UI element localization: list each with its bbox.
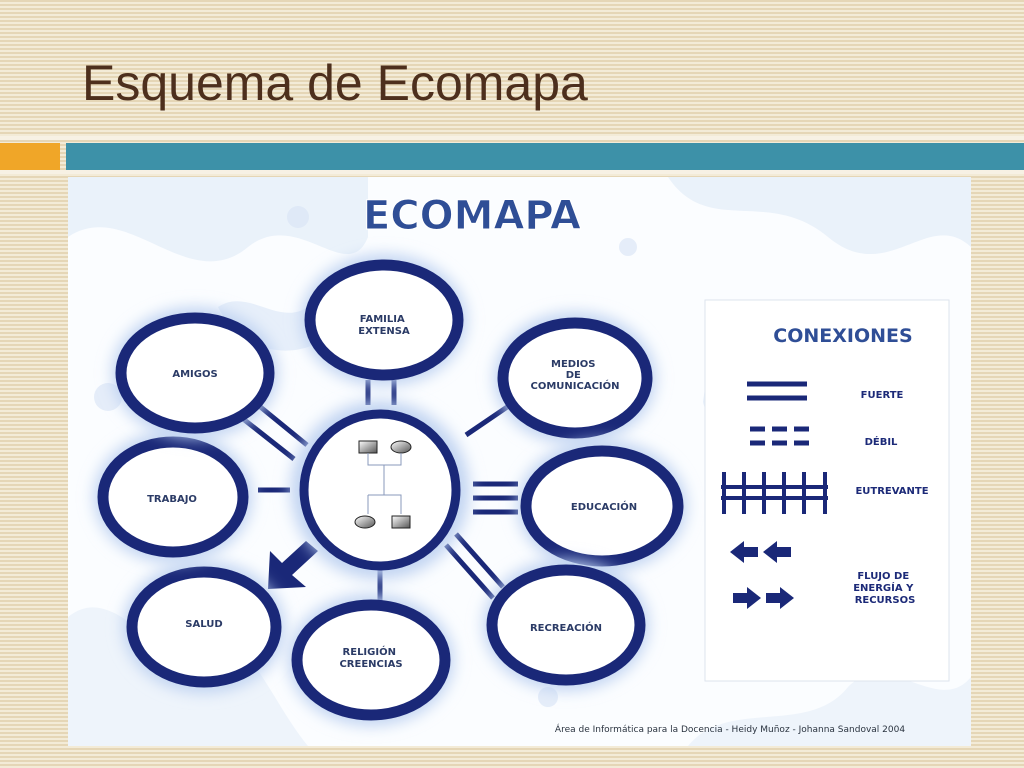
svg-text:RELIGIÓN CREENCIAS: RELIGIÓN CREENCIAS: [339, 645, 402, 670]
center-family: [285, 395, 475, 585]
connector-recreacion: [454, 532, 505, 589]
genogram-lines: [367, 453, 402, 514]
legend-label-debil: DÉBIL: [865, 435, 898, 448]
genogram-icon: [358, 440, 378, 454]
node-label: CREENCIAS: [339, 659, 402, 670]
svg-text:FLUJO DE ENERGÍA Y: FLUJO DE ENERGÍA Y RECURSOS: [853, 571, 917, 606]
strong-connection-icon: [747, 381, 807, 401]
legend-label-flujo: RECURSOS: [855, 595, 916, 606]
svg-text:SALUD: SALUD: [185, 619, 222, 630]
node-label: COMUNICACIÓN: [530, 379, 619, 392]
connections-legend: CONEXIONES FUERTE DÉBIL: [704, 299, 950, 682]
legend-label-flujo: ENERGÍA Y: [853, 581, 914, 594]
genogram-icon: [390, 440, 412, 454]
svg-text:AMIGOS: AMIGOS: [172, 369, 217, 380]
accent-block: [0, 143, 60, 170]
svg-text:MEDIOS DE COMU: MEDIOS DE COMUNICACIÓN: [530, 359, 619, 392]
genogram-icon: [354, 515, 376, 529]
node-amigos: AMIGOS: [107, 303, 283, 443]
genogram-icon: [391, 515, 411, 529]
node-label: TRABAJO: [147, 494, 197, 505]
svg-text:EDUCACIÓN: EDUCACIÓN: [571, 500, 637, 513]
node-trabajo: TRABAJO: [89, 427, 257, 567]
node-label: MEDIOS: [551, 359, 596, 370]
svg-text:FAMILIA EXTENSA: FAMILIA EXTENSA: [358, 314, 410, 337]
node-label: AMIGOS: [172, 369, 217, 380]
node-label: FAMILIA: [360, 314, 405, 325]
node-label: RECREACIÓN: [530, 621, 602, 634]
ecomapa-image: ECOMAPA: [68, 177, 971, 746]
arrow-down-left-icon: [268, 541, 318, 589]
node-medios: MEDIOS DE COMUNICACIÓN: [489, 308, 661, 448]
node-recreacion: RECREACIÓN: [478, 555, 654, 695]
header-bar: [66, 143, 1024, 170]
node-label: RELIGIÓN: [343, 645, 396, 658]
node-educacion: EDUCACIÓN: [512, 436, 692, 576]
diagram-heading: ECOMAPA: [363, 193, 581, 239]
header-divider-line: [0, 136, 1024, 140]
legend-label-flujo: FLUJO DE: [857, 571, 909, 582]
legend-label-estresante: EUTREVANTE: [855, 486, 928, 497]
node-salud: SALUD: [118, 557, 290, 697]
node-religion: RELIGIÓN CREENCIAS: [283, 590, 459, 730]
connector-recreacion: [444, 543, 495, 600]
energy-flow-arrows-icon: [730, 541, 794, 609]
node-familia: FAMILIA EXTENSA: [296, 250, 472, 390]
header-divider-line-lower: [0, 170, 1024, 174]
svg-text:RECREACIÓN: RECREACIÓN: [530, 621, 602, 634]
node-label: EDUCACIÓN: [571, 500, 637, 513]
svg-text:TRABAJO: TRABAJO: [147, 494, 197, 505]
legend-title: CONEXIONES: [773, 325, 912, 347]
node-label: SALUD: [185, 619, 222, 630]
node-label: EXTENSA: [358, 326, 410, 337]
legend-label-fuerte: FUERTE: [861, 390, 904, 401]
stressful-connection-icon: [721, 472, 828, 514]
slide-title: Esquema de Ecomapa: [82, 55, 588, 111]
weak-connection-icon: [750, 426, 809, 446]
node-label: DE: [566, 370, 581, 381]
credit-text: Área de Informática para la Docencia - H…: [555, 723, 905, 735]
